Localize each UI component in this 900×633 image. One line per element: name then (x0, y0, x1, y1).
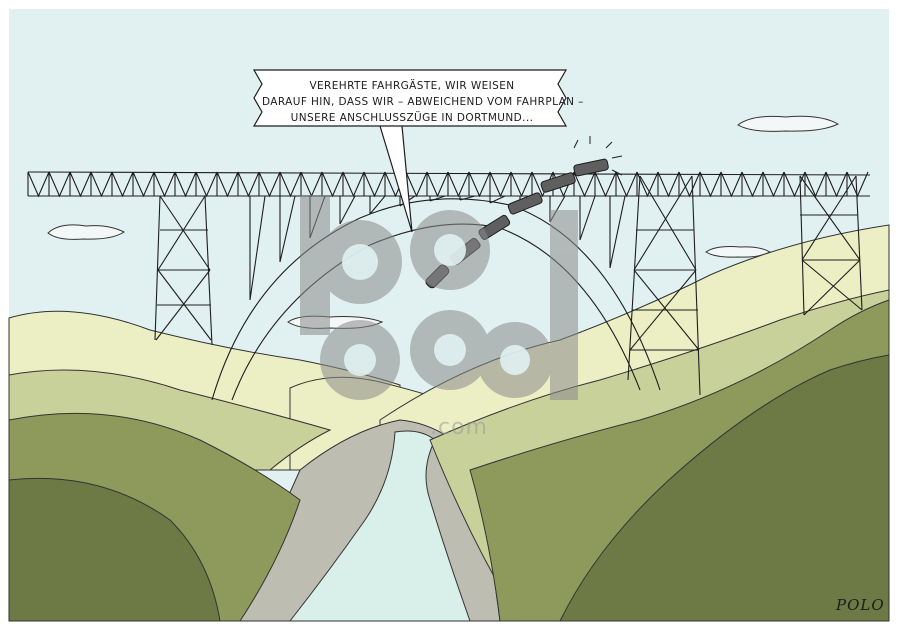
left-tower (154, 195, 213, 346)
train-car-2 (540, 172, 576, 193)
bridge (27, 171, 871, 401)
deck-truss (27, 171, 869, 198)
cloud-left (47, 224, 125, 240)
motion-lines (573, 136, 623, 176)
watermark-suffix: .com (430, 415, 488, 440)
far-right-tower (799, 175, 863, 316)
speech-text: VEREHRTE FAHRGÄSTE, WIR WEISEN DARAUF HI… (262, 78, 584, 126)
right-tower (627, 175, 701, 396)
train-car-3 (507, 192, 543, 215)
speech-line-1: VEREHRTE FAHRGÄSTE, WIR WEISEN (309, 80, 515, 92)
speech-line-2: DARAUF HIN, DASS WIR – ABWEICHEND VOM FA… (262, 96, 584, 108)
speech-bubble (252, 69, 568, 233)
hills-darker-left (8, 477, 221, 622)
hills-darker-right (559, 354, 890, 622)
train-car-1 (573, 158, 609, 177)
speech-line-3: UNSERE ANSCHLUSSZÜGE IN DORTMUND... (290, 112, 534, 124)
cloud-right-top (737, 115, 840, 132)
artist-signature: POLO (836, 596, 885, 614)
